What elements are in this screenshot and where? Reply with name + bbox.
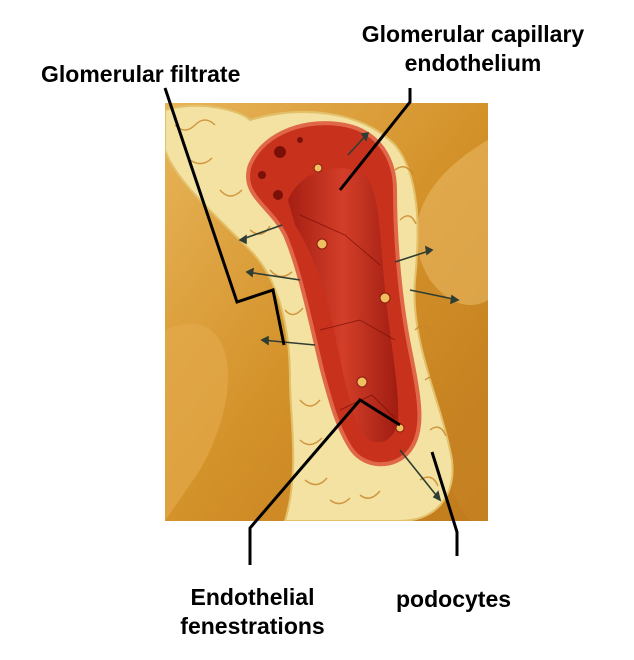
label-glomerular-filtrate: Glomerular filtrate [41,61,241,87]
label-endothelial-fenestrations: Endothelial fenestrations [145,583,360,641]
label-endothelial-fenestrations-line1: Endothelial [190,584,315,610]
capillary [246,121,422,467]
label-capillary-endothelium-line2: endothelium [404,50,542,76]
leader-glomerular-filtrate [163,87,286,346]
filtration-arrows [238,132,460,502]
label-capillary-endothelium: Glomerular capillary endothelium [333,20,613,78]
leader-lines [163,87,459,565]
leader-endothelial-fenestrations [248,398,401,565]
label-podocytes: podocytes [396,586,512,612]
label-capillary-endothelium-line1: Glomerular capillary [361,21,585,47]
leader-podocytes [430,451,459,556]
label-endothelial-fenestrations-line2: fenestrations [180,613,325,639]
leader-capillary-endothelium [338,88,412,191]
